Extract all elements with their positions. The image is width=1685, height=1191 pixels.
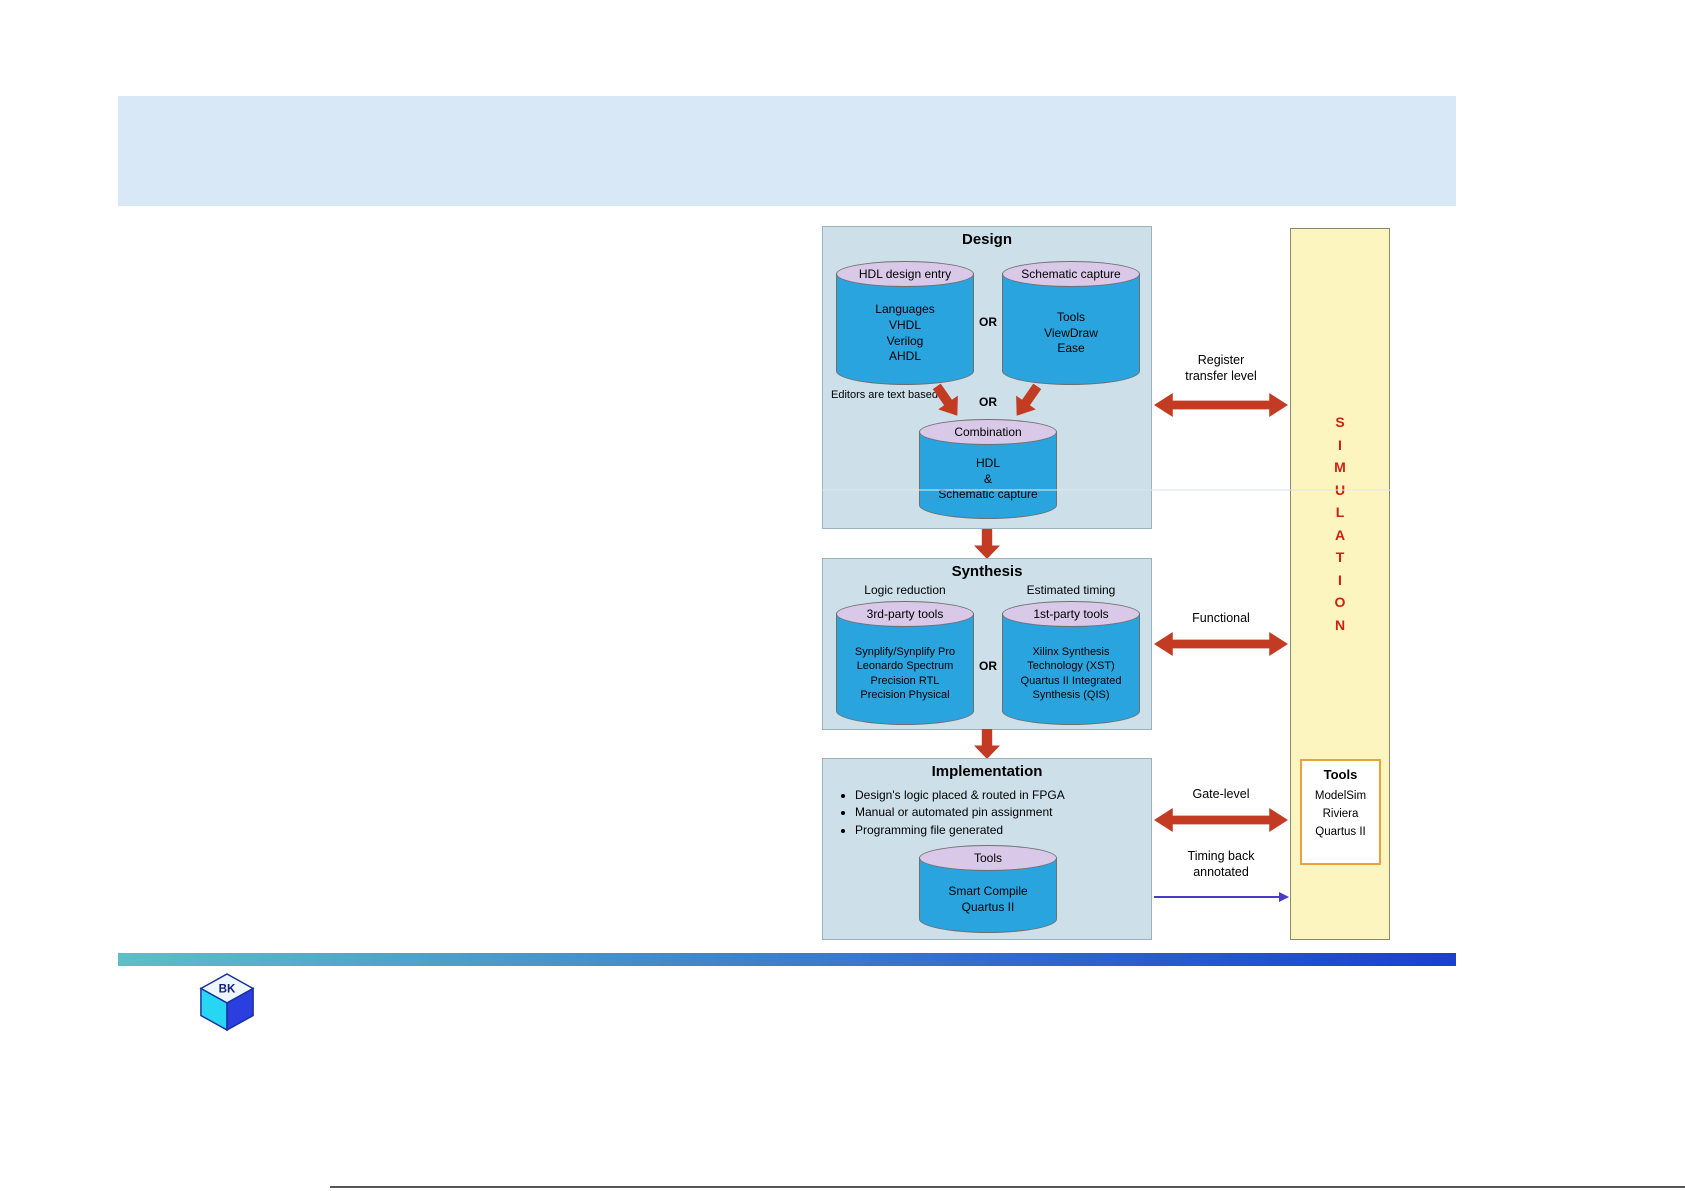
cylinder-line: Quartus II Integrated [1020, 674, 1122, 687]
bk-logo-cube: BK [199, 973, 255, 1032]
simulation-letter: S [1335, 414, 1345, 430]
register-transfer-label-line1: Register [1197, 353, 1245, 367]
implementation-bullet: Programming file generated [855, 822, 1160, 839]
simulation-letter: A [1334, 526, 1346, 543]
implementation-panel-title: Implementation [931, 763, 1043, 780]
cylinder-line: AHDL [888, 349, 921, 364]
cylinder-line: Precision Physical [860, 688, 950, 701]
cylinder-line: Leonardo Spectrum [856, 660, 954, 673]
implementation-bullet: Design's logic placed & routed in FPGA [855, 787, 1160, 804]
first-party-tools-cylinder-cap: 1st-party tools [1002, 601, 1140, 627]
design-to-synthesis-arrow [974, 529, 1000, 559]
title-band [118, 96, 1456, 206]
combination-cylinder-body: HDL & Schematic capture [919, 432, 1057, 519]
simulation-tools-title: Tools [1323, 767, 1358, 782]
logic-reduction-caption: Logic reduction [864, 583, 946, 597]
combination-cylinder: Combination HDL & Schematic capture [919, 419, 1057, 519]
simulation-tools-box: Tools ModelSim Riviera Quartus II [1300, 759, 1381, 865]
functional-double-arrow [1154, 632, 1288, 656]
third-party-tools-cylinder-cap: 3rd-party tools [836, 601, 974, 627]
first-party-tools-cylinder: 1st-party tools Xilinx Synthesis Technol… [1002, 601, 1140, 725]
simulation-vertical-label: S I M U L A T I O N [1291, 411, 1389, 636]
functional-label: Functional [1192, 611, 1250, 625]
simulation-letter: T [1335, 549, 1345, 565]
synthesis-panel: Synthesis Logic reduction Estimated timi… [822, 558, 1152, 730]
first-party-tools-cylinder-body: Xilinx Synthesis Technology (XST) Quartu… [1002, 614, 1140, 725]
gate-level-label: Gate-level [1192, 787, 1250, 801]
simulation-letter: M [1334, 459, 1346, 475]
schematic-capture-cylinder-cap: Schematic capture [1002, 261, 1140, 287]
cylinder-line: Xilinx Synthesis [1032, 645, 1110, 658]
timing-back-annotated-arrow [1154, 892, 1289, 902]
simulation-letter: O [1334, 594, 1346, 610]
hdl-design-entry-cylinder: HDL design entry Languages VHDL Verilog … [836, 261, 974, 385]
simulation-tool: ModelSim [1314, 790, 1367, 802]
cylinder-line: VHDL [888, 317, 921, 332]
simulation-tools-items: ModelSim Riviera Quartus II [1302, 788, 1379, 841]
register-transfer-double-arrow [1154, 393, 1288, 417]
implementation-bullet-list: Design's logic placed & routed in FPGA M… [837, 787, 1160, 839]
register-transfer-label: Register transfer level [1154, 352, 1288, 385]
register-transfer-label-line2: transfer level [1185, 369, 1257, 384]
cylinder-line: Synplify/Synplify Pro [854, 645, 956, 658]
cylinder-line: & [983, 471, 992, 486]
cylinder-line: Synthesis (QIS) [1032, 688, 1110, 701]
third-party-tools-cylinder-body: Synplify/Synplify Pro Leonardo Spectrum … [836, 614, 974, 725]
estimated-timing-caption: Estimated timing [1026, 583, 1116, 597]
cylinder-line: Tools [1056, 310, 1085, 325]
third-party-tools-cylinder: 3rd-party tools Synplify/Synplify Pro Le… [836, 601, 974, 725]
or-label-bottom: OR [979, 395, 997, 409]
cylinder-line: Technology (XST) [1027, 660, 1115, 673]
bk-logo: BK [198, 972, 256, 1032]
synthesis-to-implementation-arrow [974, 729, 1000, 759]
cylinder-line: HDL [975, 456, 1000, 471]
timing-back-annotated-label: Timing back annotated [1154, 848, 1288, 881]
cylinder-line: Languages [875, 302, 935, 317]
schematic-to-combination-arrow [1007, 379, 1047, 422]
cylinder-line: Precision RTL [870, 674, 940, 687]
implementation-panel: Implementation Design's logic placed & r… [822, 758, 1152, 940]
gate-level-double-arrow [1154, 808, 1288, 832]
bottom-hairline [330, 1186, 1685, 1188]
editors-note: Editors are text based. [831, 389, 942, 401]
cylinder-line: Quartus II [961, 899, 1015, 914]
implementation-tools-cylinder-cap: Tools [919, 845, 1057, 871]
implementation-bullet: Manual or automated pin assignment [855, 804, 1160, 821]
schematic-capture-cylinder-body: Tools ViewDraw Ease [1002, 274, 1140, 385]
cylinder-line: Ease [1057, 341, 1085, 356]
or-label-synthesis: OR [979, 659, 997, 673]
timing-back-label-line2: annotated [1193, 865, 1249, 880]
simulation-tool: Riviera [1322, 807, 1359, 820]
hdl-design-entry-cylinder-cap: HDL design entry [836, 261, 974, 287]
simulation-letter: L [1335, 504, 1345, 520]
simulation-letter: I [1338, 436, 1342, 453]
horizontal-guide-line [822, 489, 1390, 491]
implementation-tools-cylinder-body: Smart Compile Quartus II [919, 858, 1057, 933]
design-panel: Design HDL design entry Languages VHDL V… [822, 226, 1152, 529]
simulation-column: S I M U L A T I O N Tools ModelSim Rivie… [1290, 228, 1390, 940]
footer-accent-bar [118, 953, 1456, 966]
simulation-letter: I [1338, 571, 1342, 588]
cylinder-line: ViewDraw [1044, 325, 1098, 340]
schematic-capture-cylinder: Schematic capture Tools ViewDraw Ease [1002, 261, 1140, 385]
hdl-to-combination-arrow [927, 379, 967, 422]
simulation-tool: Quartus II [1315, 825, 1366, 838]
hdl-design-entry-cylinder-body: Languages VHDL Verilog AHDL [836, 274, 974, 385]
simulation-letter: N [1334, 616, 1346, 633]
cylinder-line: Smart Compile [948, 883, 1028, 898]
design-panel-title: Design [961, 231, 1012, 248]
combination-cylinder-cap: Combination [919, 419, 1057, 445]
implementation-tools-cylinder: Tools Smart Compile Quartus II [919, 845, 1057, 933]
cylinder-line: Verilog [886, 333, 924, 348]
synthesis-panel-title: Synthesis [951, 563, 1023, 580]
bk-logo-text: BK [219, 982, 236, 995]
or-label-top: OR [979, 315, 997, 329]
timing-back-label-line1: Timing back [1187, 849, 1255, 863]
